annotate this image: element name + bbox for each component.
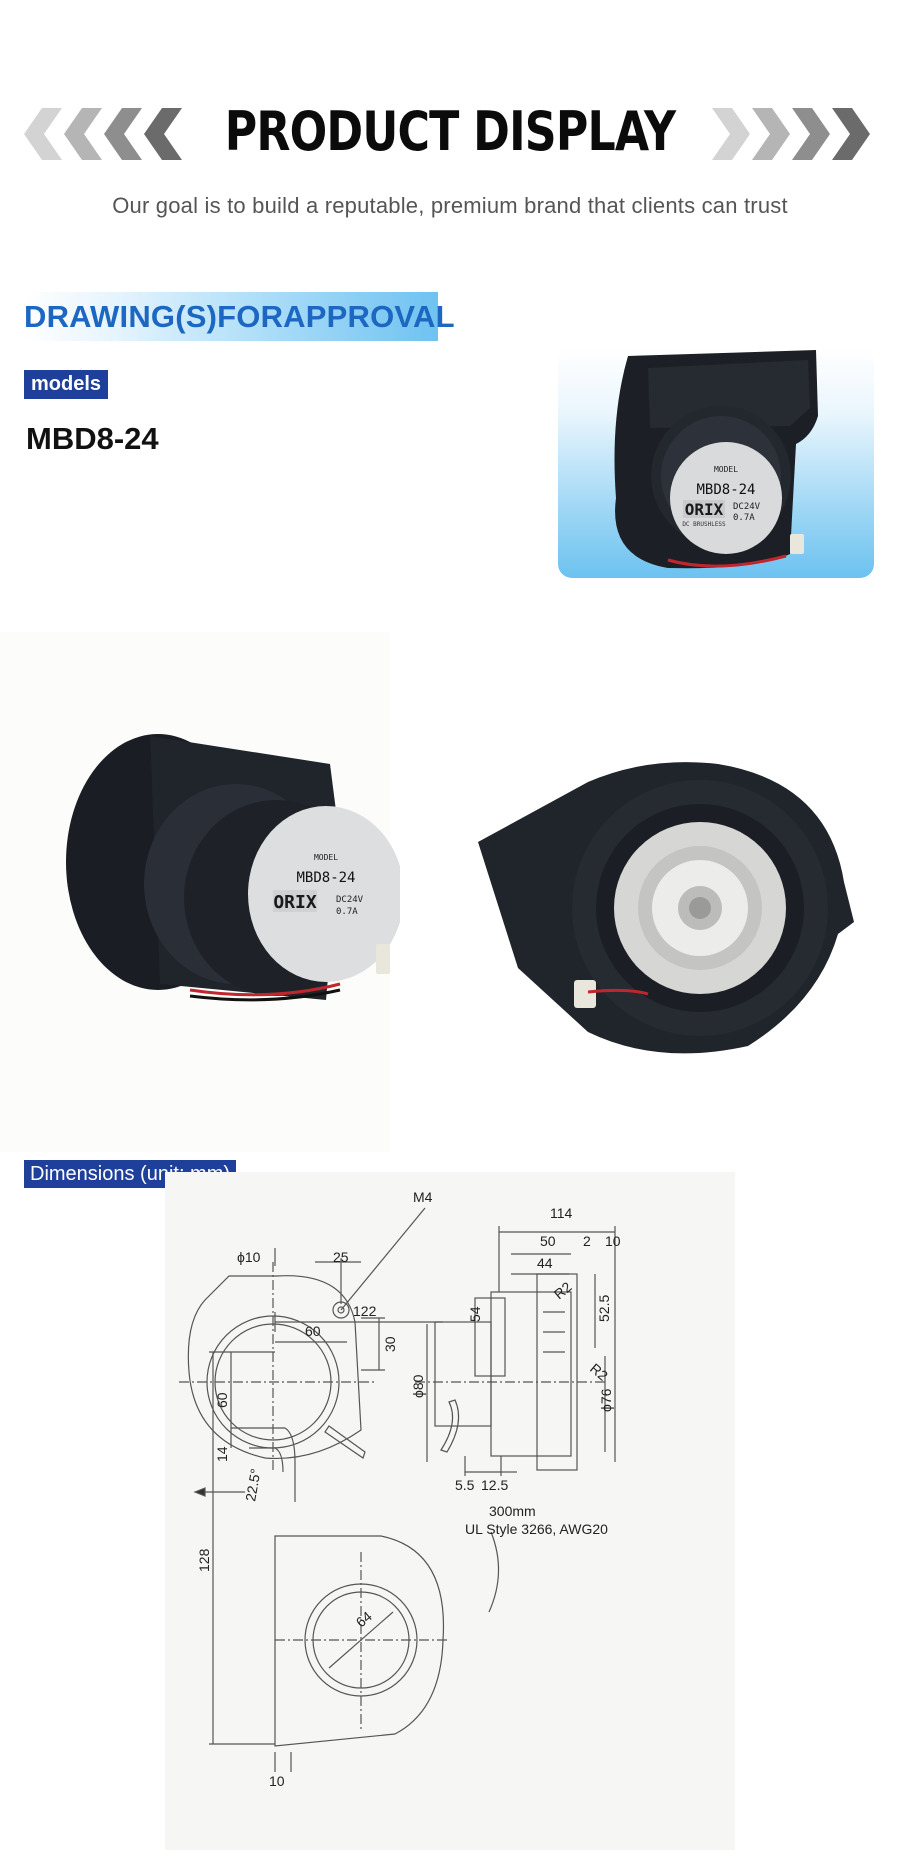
svg-text:MBD8-24: MBD8-24	[296, 870, 355, 886]
label-voltage: DC24V	[733, 502, 761, 512]
dim-phi10: ϕ10	[237, 1249, 261, 1265]
dim-ul-style: UL Style 3266, AWG20	[465, 1521, 608, 1537]
dim-10-bottom: 10	[269, 1773, 285, 1789]
dim-m4: M4	[413, 1189, 433, 1205]
dim-52-5: 52.5	[596, 1295, 612, 1322]
dim-phi76: ϕ76	[598, 1388, 614, 1412]
dimension-drawing: M4 114 50 2 10 44 ϕ10 25 R2 54 52.5 30 ϕ…	[165, 1172, 735, 1850]
page-header: PRODUCT DISPLAY Our goal is to build a r…	[0, 0, 900, 240]
svg-text:DC24V: DC24V	[336, 895, 364, 905]
dim-phi80: ϕ80	[410, 1374, 426, 1398]
chevron-left-icon	[24, 108, 182, 160]
page-title: PRODUCT DISPLAY	[224, 100, 676, 163]
product-photo-angled: MODEL MBD8-24 ORIX DC24V 0.7A	[66, 734, 400, 1002]
label-brand-sub: DC BRUSHLESS	[682, 521, 726, 528]
chevrons-right-decoration	[712, 108, 870, 160]
svg-text:MODEL: MODEL	[314, 853, 338, 862]
dim-122: 122	[353, 1303, 377, 1319]
dim-25: 25	[333, 1249, 349, 1265]
label-model-word: MODEL	[714, 465, 738, 474]
dim-30: 30	[382, 1336, 398, 1352]
dim-12-5: 12.5	[481, 1477, 508, 1493]
label-brand: ORIX	[685, 500, 724, 519]
drawings-for-approval-banner: DRAWING(S)FORAPPROVAL	[24, 292, 455, 341]
dim-lead-length: 300mm	[489, 1503, 536, 1519]
models-tag: models	[24, 370, 109, 399]
dim-50: 50	[540, 1233, 556, 1249]
model-code: MBD8-24	[26, 421, 159, 456]
dim-44: 44	[537, 1255, 553, 1271]
label-current: 0.7A	[733, 513, 755, 523]
svg-text:0.7A: 0.7A	[336, 907, 358, 917]
dim-114: 114	[550, 1205, 573, 1221]
dim-r2-b: R2	[587, 1360, 611, 1384]
product-photos: MODEL MBD8-24 ORIX DC24V 0.7A	[0, 632, 900, 1152]
chevrons-left-decoration	[24, 108, 182, 160]
dim-5-5: 5.5	[455, 1477, 475, 1493]
dim-2: 2	[583, 1233, 591, 1249]
dim-angle: 22.5°	[242, 1467, 263, 1502]
page-subtitle: Our goal is to build a reputable, premiu…	[112, 193, 788, 218]
svg-text:ORIX: ORIX	[273, 892, 317, 913]
dim-10: 10	[605, 1233, 621, 1249]
banner-text: DRAWING(S)FORAPPROVAL	[24, 298, 455, 334]
chevron-right-icon	[712, 108, 870, 160]
dim-60-top: 60	[305, 1323, 321, 1339]
dim-14: 14	[214, 1446, 230, 1462]
dim-54: 54	[467, 1306, 483, 1322]
dim-60-side: 60	[214, 1392, 230, 1408]
label-model-number: MBD8-24	[696, 482, 755, 498]
product-hero-image: MODEL MBD8-24 ORIX DC BRUSHLESS DC24V 0.…	[558, 348, 874, 578]
dim-128: 128	[196, 1548, 212, 1572]
dim-64: 64	[353, 1608, 375, 1630]
product-photo-intake	[478, 762, 854, 1054]
